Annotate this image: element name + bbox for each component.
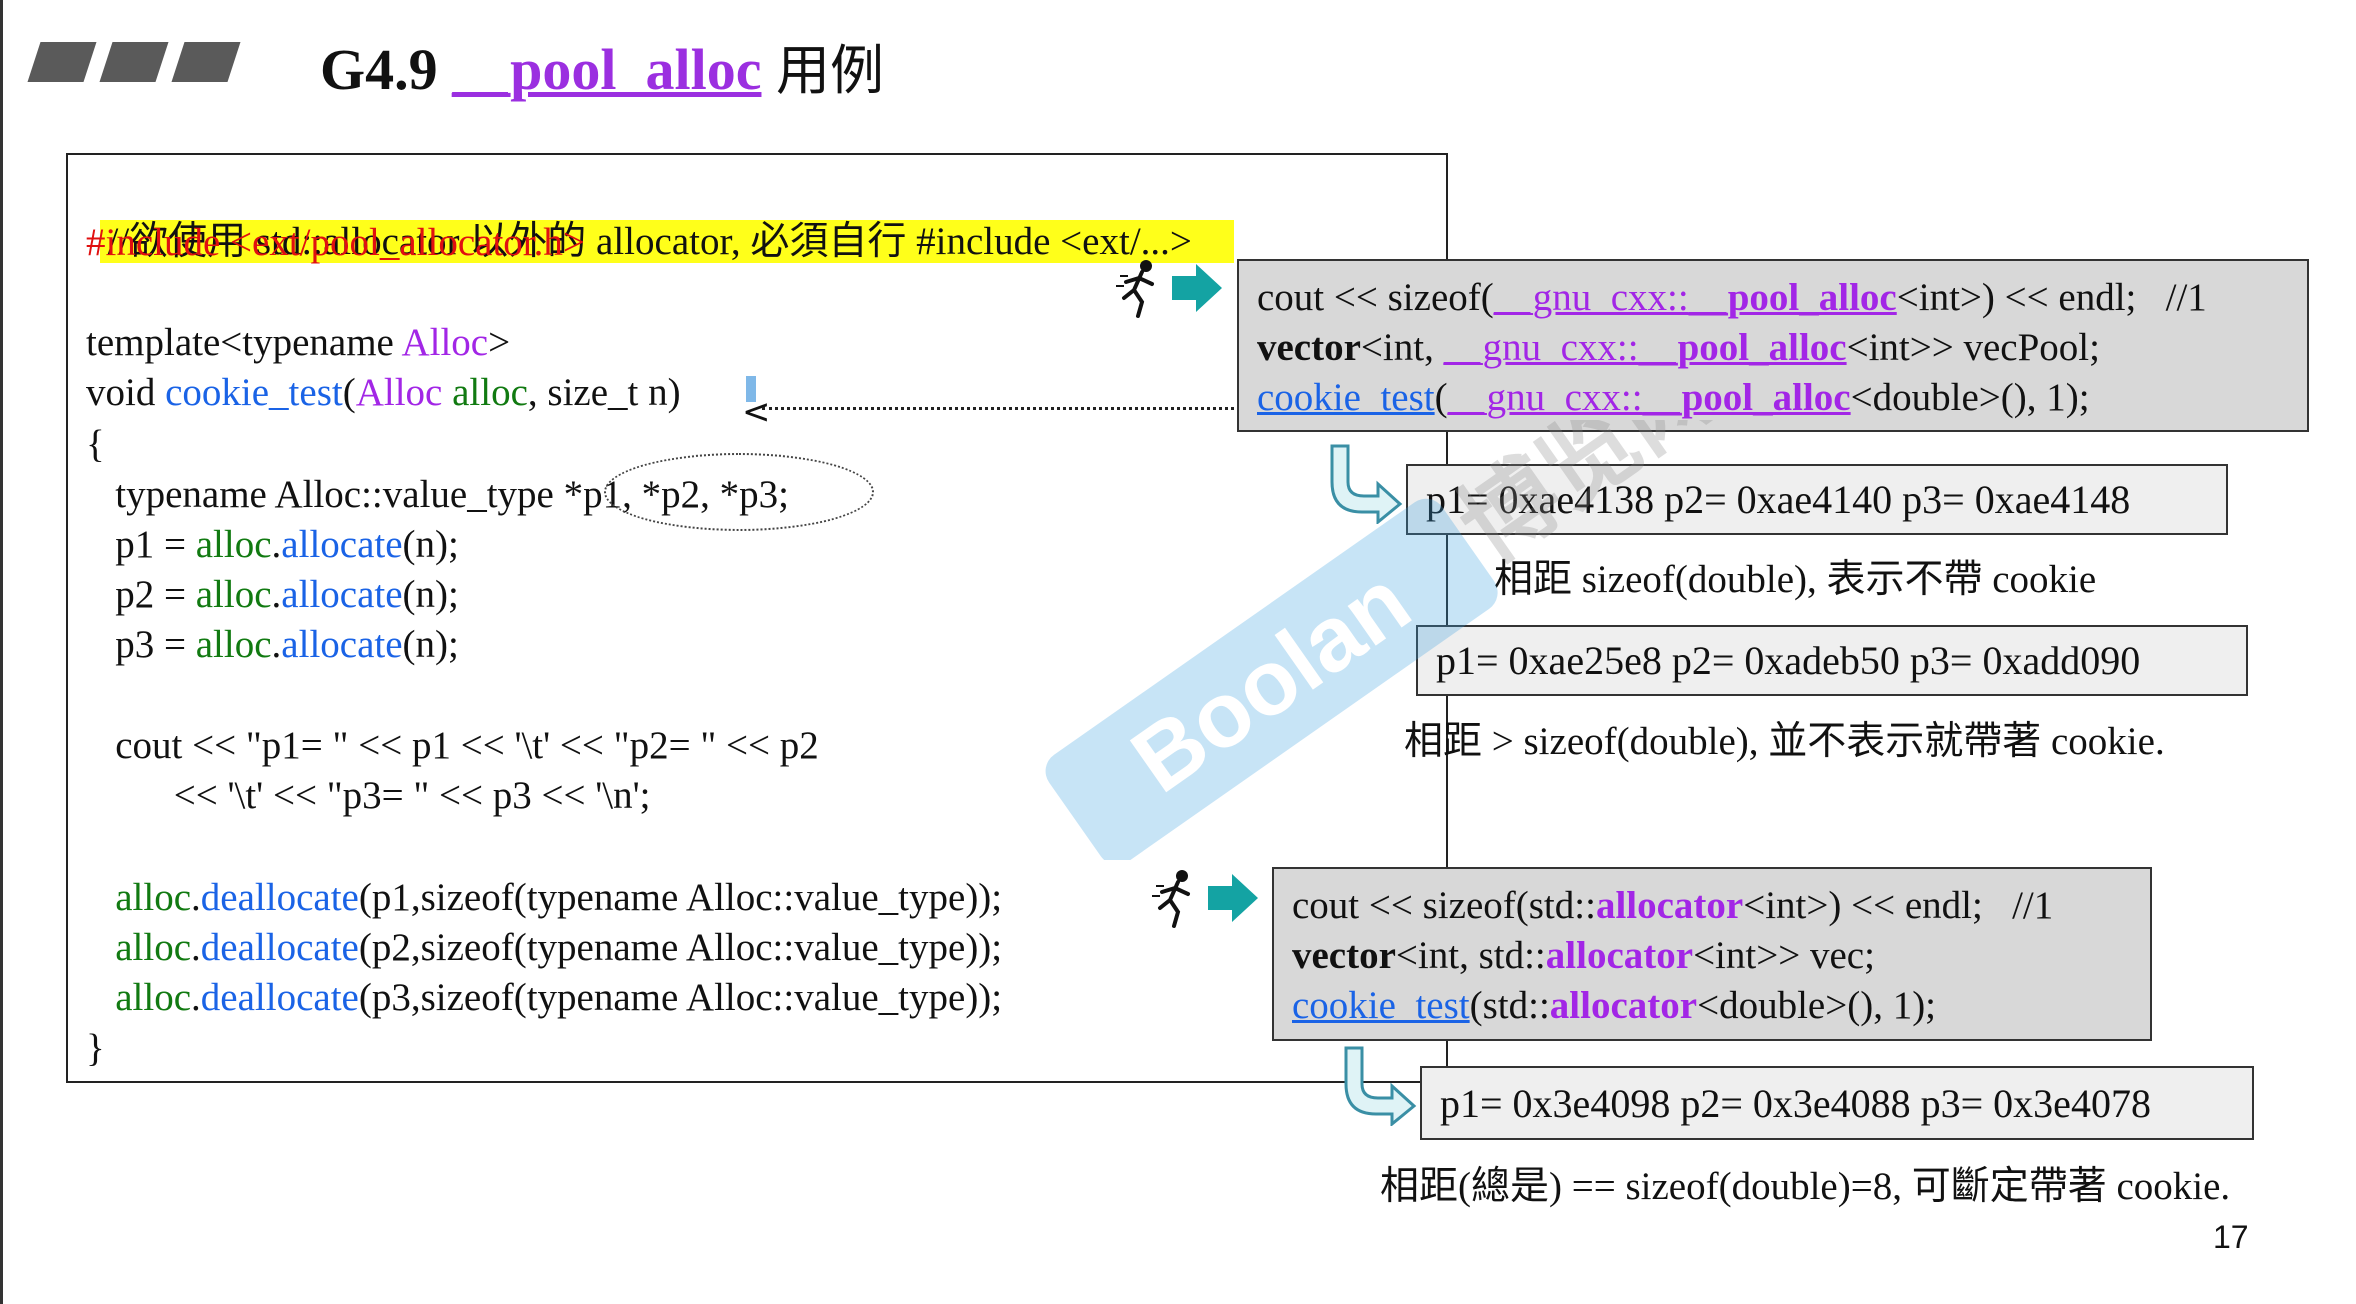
slide-title: G4.9 __pool_alloc 用例 [320,26,884,105]
pool-result-box: p1= 0xae4138 p2= 0xae4140 p3= 0xae4148 [1406,464,2228,535]
title-decoration-bars [27,42,264,82]
runner-icon [1116,260,1222,318]
dotted-arrow-head-icon: < [742,392,771,432]
std-alloc-code-box: cout << sizeof(std::allocator<int>) << e… [1272,867,2152,1041]
dotted-connector-line [762,407,1246,410]
code-include: #include <ext/pool_allocator.h> [86,221,585,264]
teal-right-arrow-icon-2 [1208,874,1258,922]
code-comment-line: //欲使用 std::allocator 以外的 allocator, 必須自行… [80,167,1234,267]
code-cout-line2: << '\t' << "p3= " << p3 << '\n'; [86,774,651,817]
curved-down-arrow-icon [1330,444,1403,524]
std-box-line2: vector<int, std::allocator<int>> vec; [1292,934,1875,977]
slide-left-border [0,0,3,1304]
pool-result-note: 相距 sizeof(double), 表示不帶 cookie [1494,558,2097,601]
code-alloc-p3: p3 = alloc.allocate(n); [86,623,459,666]
pool-box-line3: cookie_test(__gnu_cxx::__pool_alloc<doub… [1257,376,2090,419]
code-dealloc-p1: alloc.deallocate(p1,sizeof(typename Allo… [115,876,1003,919]
title-suffix: 用例 [775,39,884,102]
curved-down-arrow-icon-2 [1344,1046,1417,1126]
code-alloc-p1: p1 = alloc.allocate(n); [86,523,459,566]
std-box-line3: cookie_test(std::allocator<double>(), 1)… [1292,984,1937,1027]
code-func-signature: void cookie_test(Alloc alloc, size_t n) [86,371,681,414]
text-cursor-marker [746,376,756,402]
code-frame [66,153,1448,1083]
pool-result-box-2: p1= 0xae25e8 p2= 0xadeb50 p3= 0xadd090 [1416,625,2248,696]
pool-box-line2: vector<int, __gnu_cxx::__pool_alloc<int>… [1257,326,2100,369]
teal-right-arrow-icon [1172,264,1222,312]
code-template-line: template<typename Alloc> [86,321,511,364]
code-comment: //欲使用 std::allocator 以外的 allocator, 必須自行… [99,220,1234,263]
runner-icon-2 [1152,870,1258,928]
code-cout-line1: cout << "p1= " << p1 << '\t' << "p2= " <… [86,724,819,767]
code-brace-open: { [86,423,105,466]
std-box-line1: cout << sizeof(std::allocator<int>) << e… [1292,884,2054,927]
pool-alloc-code-box: cout << sizeof(__gnu_cxx::__pool_alloc<i… [1237,259,2309,432]
pool-box-line1: cout << sizeof(__gnu_cxx::__pool_alloc<i… [1257,276,2207,319]
code-dealloc-p3: alloc.deallocate(p3,sizeof(typename Allo… [115,976,1003,1019]
code-dealloc-p2: alloc.deallocate(p2,sizeof(typename Allo… [115,926,1003,969]
pointer-vars-highlight-ellipse [604,453,874,531]
std-result-box: p1= 0x3e4098 p2= 0x3e4088 p3= 0x3e4078 [1420,1066,2254,1140]
pool-result-note-2: 相距 > sizeof(double), 並不表示就帶著 cookie. [1404,720,2165,763]
title-prefix: G4.9 [320,37,438,102]
code-alloc-p2: p2 = alloc.allocate(n); [86,573,459,616]
title-main: __pool_alloc [452,37,762,102]
page-number: 17 [2213,1219,2249,1255]
code-brace-close: } [86,1027,105,1070]
std-result-note: 相距(總是) == sizeof(double)=8, 可斷定帶著 cookie… [1380,1165,2231,1208]
